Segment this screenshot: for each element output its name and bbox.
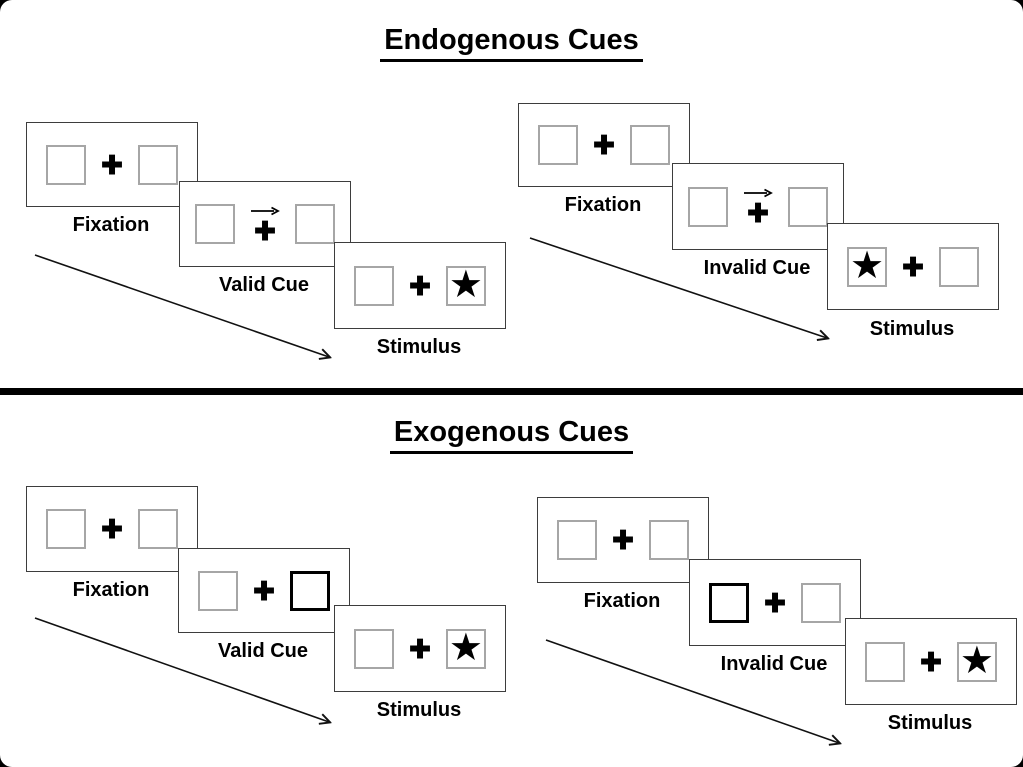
timeline-arrow-icon [545, 639, 846, 748]
star-icon: ★ [448, 263, 483, 306]
right-box [788, 186, 828, 227]
right-box [295, 204, 335, 244]
timeline-arrow-icon [34, 617, 335, 727]
left-box [354, 628, 395, 669]
fixation-cross-icon: ✚ [902, 251, 924, 282]
left-box: ★ [847, 244, 888, 287]
section-divider [0, 388, 1023, 395]
right-box [800, 582, 841, 623]
panel-label: Stimulus [376, 699, 462, 721]
panel-valid-cue: ✚ [179, 181, 351, 267]
panel-fixation: ✚ [537, 497, 709, 583]
fixation-cross-icon: ✚ [593, 130, 615, 160]
left-box-cue-highlight [709, 582, 750, 623]
fixation-cross-icon: ✚ [101, 514, 123, 544]
panel-label: Stimulus [869, 318, 955, 340]
panel-label: Fixation [564, 194, 642, 216]
left-box [198, 570, 239, 611]
left-box [46, 144, 87, 185]
right-box [938, 246, 979, 287]
panel-stimulus: ✚ ★ [334, 242, 506, 329]
fixation-cross-icon: ✚ [101, 149, 123, 180]
panel-invalid-cue: ✚ [672, 163, 844, 250]
timeline-arrow-icon [34, 254, 335, 363]
star-icon: ★ [959, 639, 994, 682]
cue-arrow-icon [251, 206, 280, 215]
right-box: ★ [956, 639, 997, 682]
panel-fixation: ✚ [26, 486, 198, 572]
right-box: ★ [445, 263, 486, 306]
left-box [865, 641, 906, 682]
panel-label: Stimulus [887, 712, 973, 734]
panel-label: Fixation [72, 214, 150, 236]
right-box [648, 520, 689, 560]
panel-label: Valid Cue [218, 274, 310, 296]
timeline-arrow-icon [529, 237, 833, 344]
fixation-cross-icon: ✚ [253, 575, 275, 606]
panel-label: Fixation [583, 590, 661, 612]
exogenous-title-text: Exogenous Cues [389, 416, 634, 454]
right-box-cue-highlight [289, 570, 330, 611]
panel-stimulus: ✚ ★ [334, 605, 506, 692]
cue-arrow-icon [744, 188, 773, 198]
panel-invalid-cue: ✚ [689, 559, 861, 646]
left-box [354, 265, 395, 306]
panel-label: Fixation [72, 579, 150, 601]
left-box [538, 125, 579, 165]
fixation-cross-icon: ✚ [612, 525, 634, 555]
fixation-cross-icon: ✚ [409, 633, 431, 664]
endogenous-title-text: Endogenous Cues [380, 24, 643, 62]
left-box [557, 520, 598, 560]
panel-stimulus: ★ ✚ [827, 223, 999, 310]
endogenous-title: Endogenous Cues [0, 24, 1023, 62]
fixation-cross-icon: ✚ [747, 198, 769, 228]
star-icon: ★ [850, 244, 885, 287]
right-box [137, 509, 178, 549]
fixation-cross-icon: ✚ [920, 646, 942, 677]
left-box [688, 186, 728, 227]
panel-label: Invalid Cue [720, 653, 828, 675]
panel-stimulus: ✚ ★ [845, 618, 1017, 705]
fixation-cross-icon: ✚ [409, 270, 431, 301]
panel-label: Invalid Cue [703, 257, 811, 279]
right-box: ★ [445, 626, 486, 669]
right-box [629, 125, 670, 165]
fixation-cross-icon: ✚ [254, 215, 276, 246]
panel-fixation: ✚ [518, 103, 690, 187]
right-box [137, 144, 178, 185]
star-icon: ★ [448, 626, 483, 669]
left-box [46, 509, 87, 549]
panel-valid-cue: ✚ [178, 548, 350, 633]
panel-label: Valid Cue [217, 640, 309, 662]
exogenous-title: Exogenous Cues [0, 416, 1023, 454]
panel-fixation: ✚ [26, 122, 198, 207]
fixation-cross-icon: ✚ [764, 587, 786, 618]
panel-label: Stimulus [376, 336, 462, 358]
left-box [195, 204, 235, 244]
